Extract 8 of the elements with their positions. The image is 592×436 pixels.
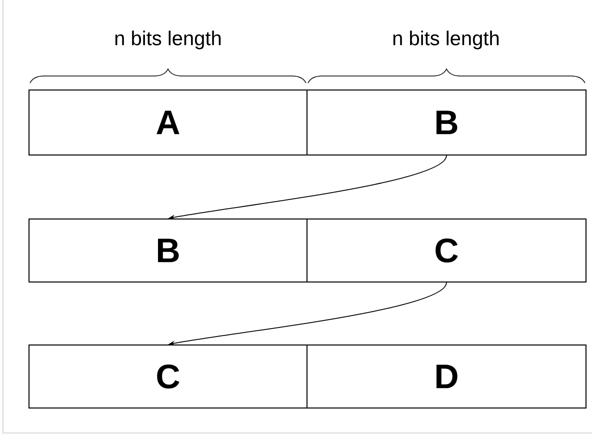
letter-box: B	[306, 90, 586, 156]
letter-box: C	[28, 344, 308, 408]
length-label: n bits length	[115, 30, 221, 50]
letter-box: B	[28, 218, 308, 282]
letter-box: A	[28, 90, 308, 156]
length-label: n bits length	[393, 30, 499, 50]
letter-box: C	[306, 218, 586, 282]
letter-box: D	[306, 344, 586, 408]
